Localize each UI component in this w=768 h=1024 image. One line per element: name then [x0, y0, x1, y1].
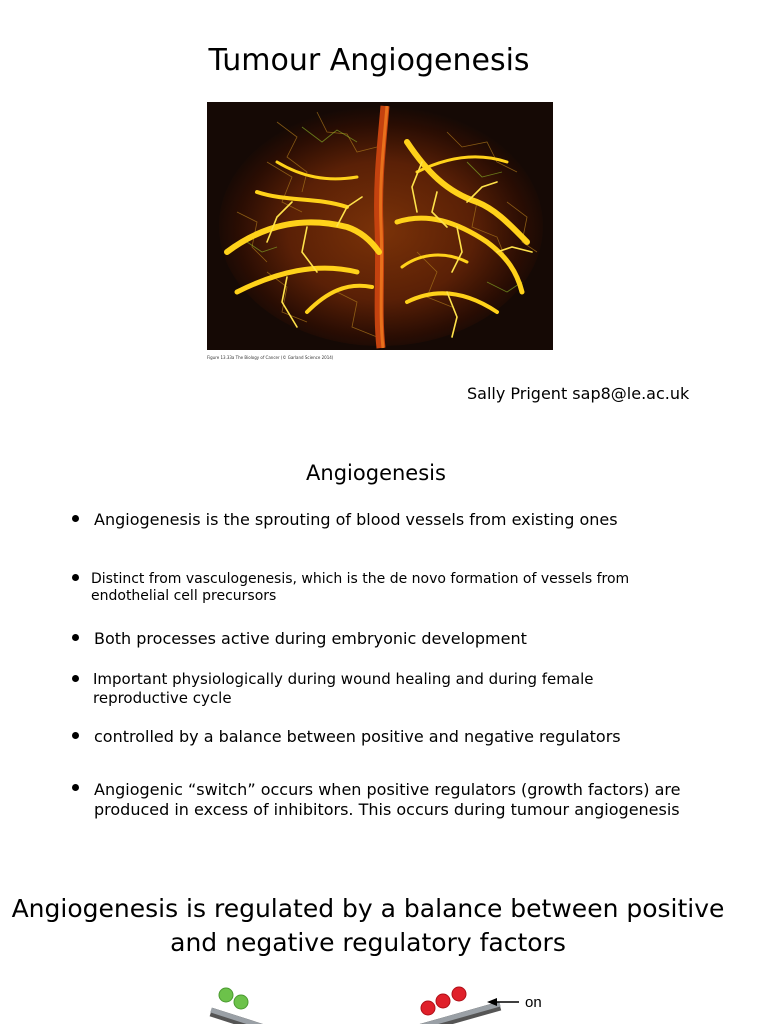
- bullet-icon: [72, 574, 79, 581]
- bullet-icon: [72, 515, 79, 522]
- bullet-text: Important physiologically during wound h…: [93, 670, 594, 707]
- list-item: Angiogenic “switch” occurs when positive…: [72, 780, 692, 820]
- bullet-icon: [72, 784, 79, 791]
- list-item: Distinct from vasculogenesis, which is t…: [72, 571, 692, 605]
- balance-diagram: on: [205, 980, 565, 1024]
- list-item: Angiogenesis is the sprouting of blood v…: [72, 510, 692, 530]
- negative-factor-icon: [451, 986, 467, 1002]
- negative-factor-icon: [435, 993, 451, 1009]
- author-contact: Sally Prigent sap8@le.ac.uk: [467, 384, 690, 403]
- slide3-title: Angiogenesis is regulated by a balance b…: [11, 894, 725, 957]
- list-item: controlled by a balance between positive…: [72, 727, 692, 747]
- bullet-text: Both processes active during embryonic d…: [94, 629, 527, 648]
- slide-title: Tumour Angiogenesis: [208, 43, 530, 78]
- balance-on: on: [419, 986, 542, 1024]
- balance-off: [209, 987, 264, 1024]
- left-arrow-icon: [487, 998, 497, 1006]
- blood-vessel-micrograph-icon: [207, 102, 553, 350]
- negative-factor-icon: [420, 1000, 436, 1016]
- bullet-text: Distinct from vasculogenesis, which is t…: [91, 571, 630, 604]
- positive-factor-icon: [233, 994, 249, 1010]
- bullet-text: controlled by a balance between positive…: [94, 727, 621, 746]
- positive-factor-icon: [218, 987, 234, 1003]
- bullet-icon: [72, 732, 79, 739]
- figure-caption: Figure 13.33a The Biology of Cancer (© G…: [207, 355, 334, 360]
- blood-vessel-micrograph: [207, 102, 553, 350]
- list-item: Both processes active during embryonic d…: [72, 629, 692, 649]
- list-item: Important physiologically during wound h…: [72, 670, 692, 708]
- bullet-text: Angiogenic “switch” occurs when positive…: [94, 780, 681, 819]
- bullet-icon: [72, 675, 79, 682]
- bullet-icon: [72, 634, 79, 641]
- on-label: on: [525, 994, 542, 1011]
- bullet-text: Angiogenesis is the sprouting of blood v…: [94, 510, 618, 529]
- section-heading: Angiogenesis: [306, 461, 446, 485]
